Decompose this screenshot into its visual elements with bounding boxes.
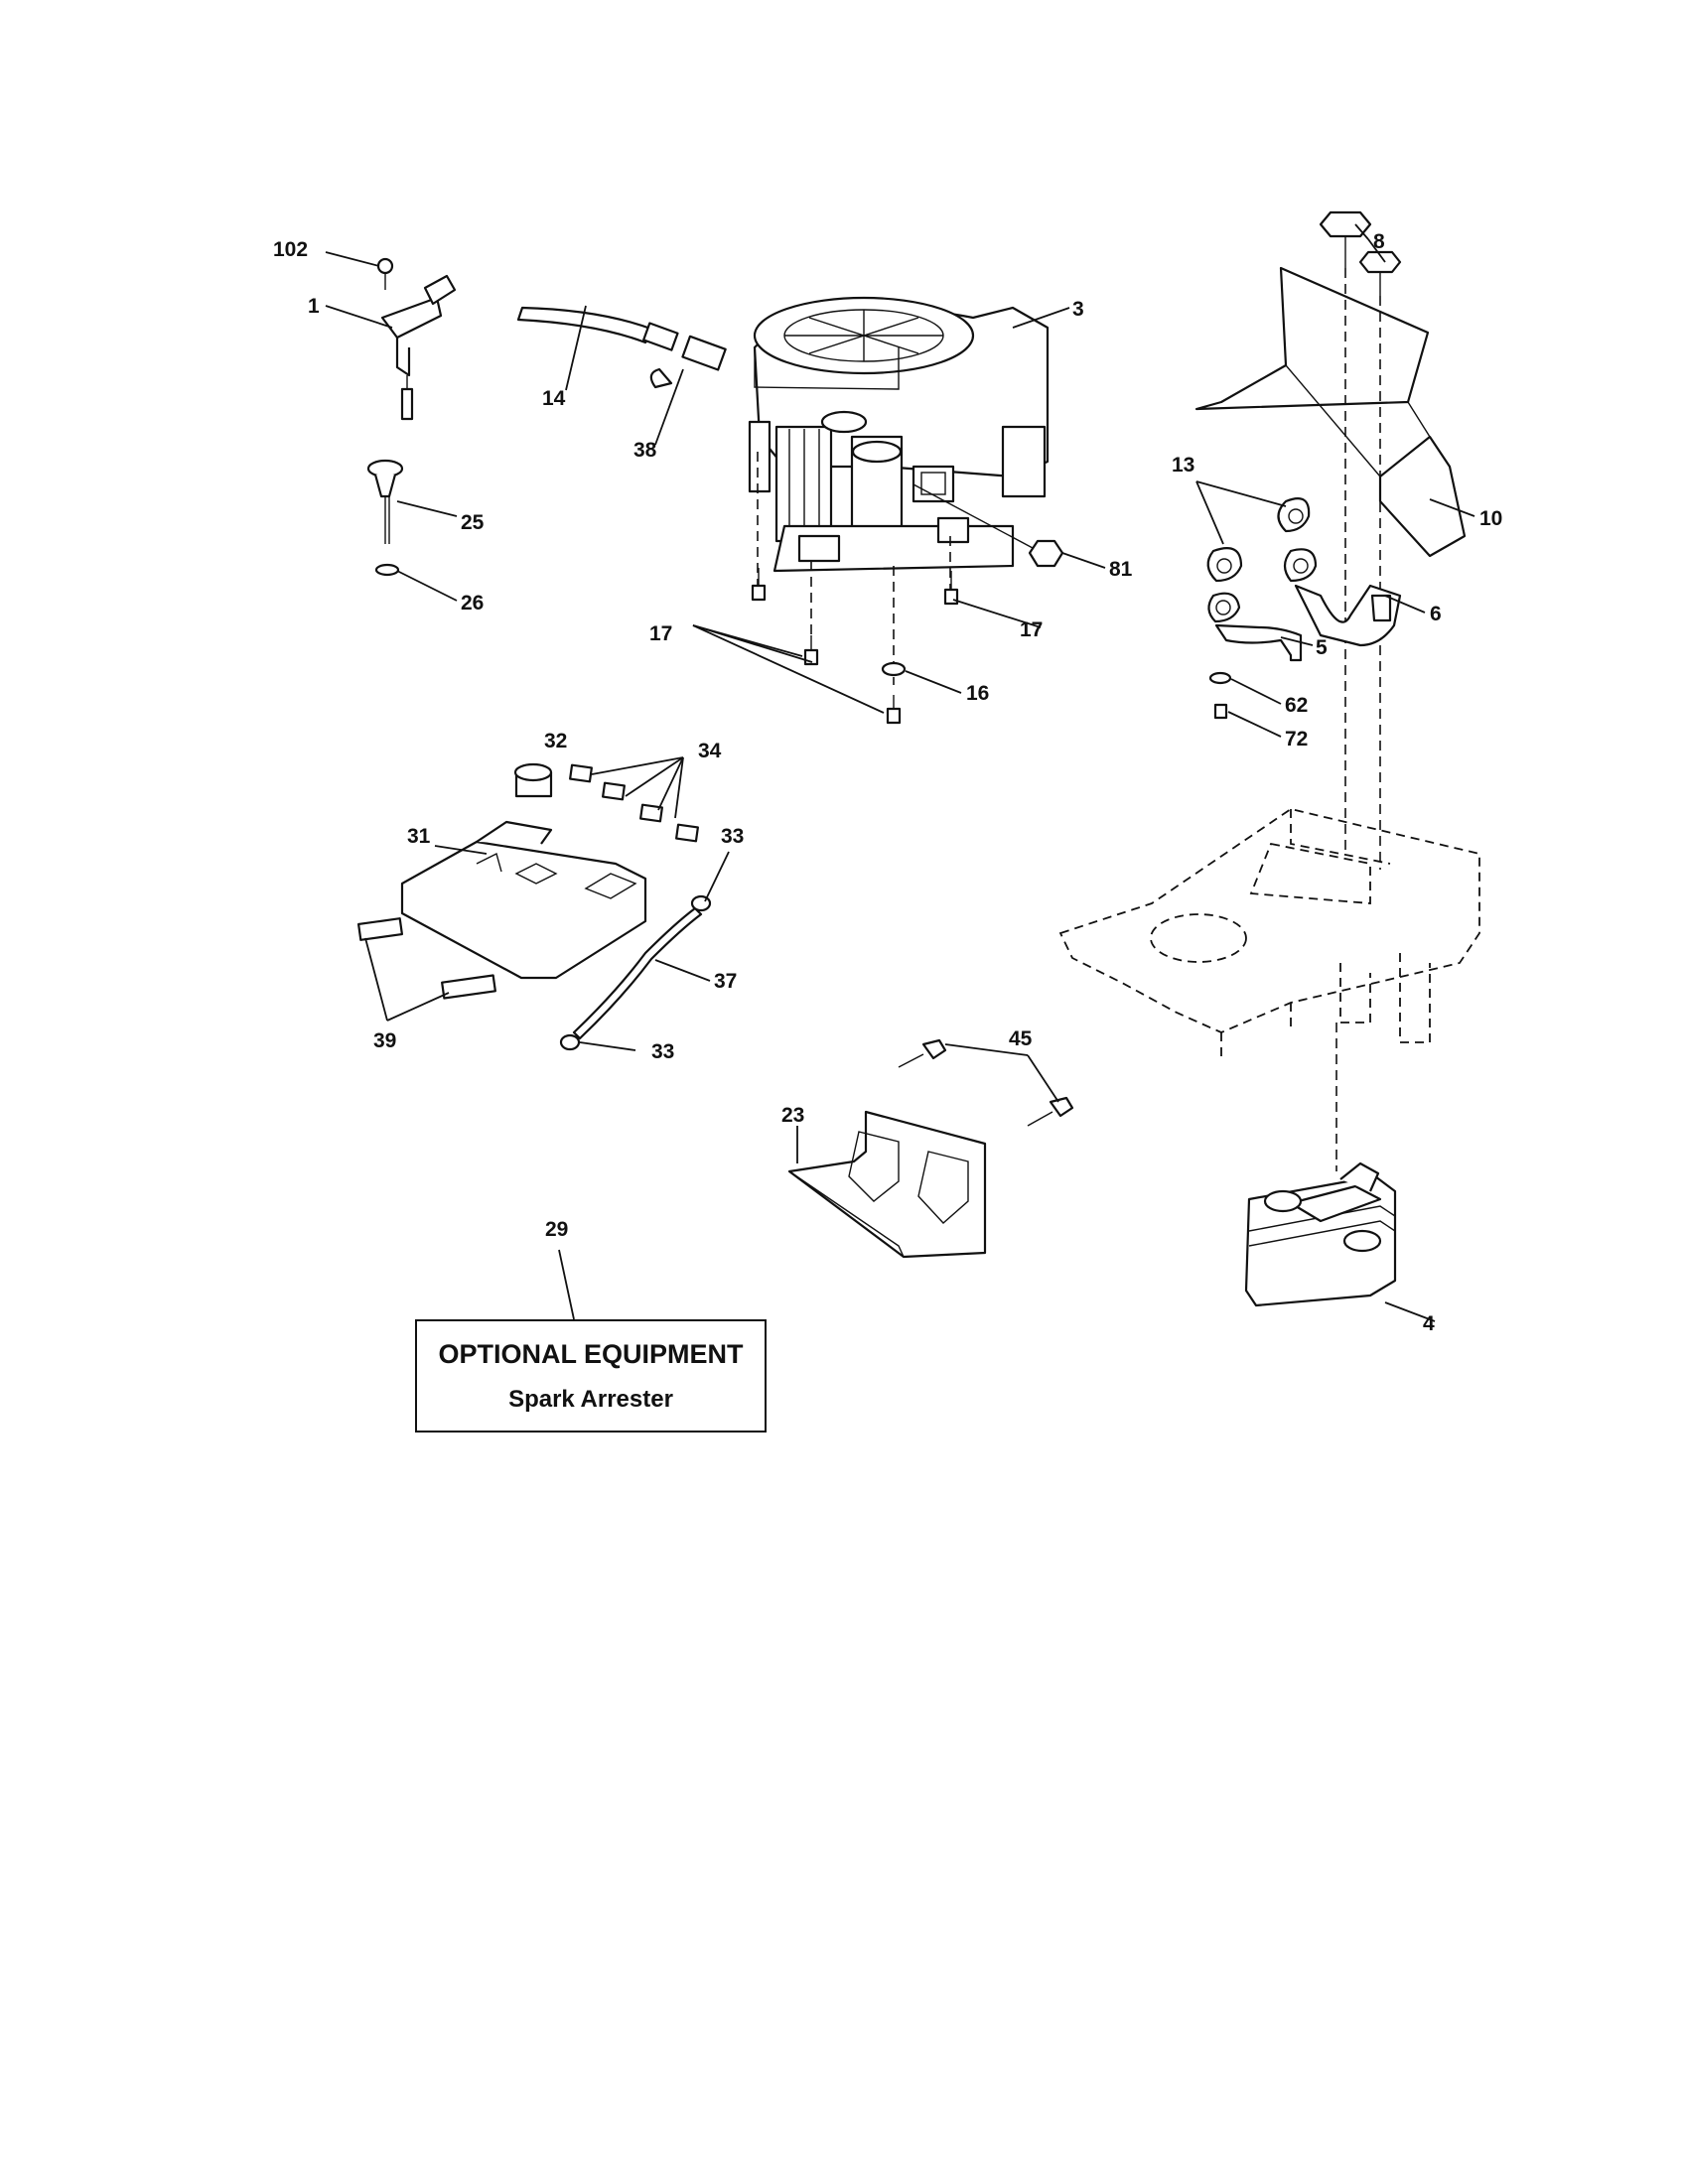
callout-17-left: 17 <box>649 622 672 645</box>
muffler-part <box>1244 1161 1397 1307</box>
callout-26: 26 <box>461 592 484 614</box>
callout-14: 14 <box>542 387 566 410</box>
callout-8: 8 <box>1373 230 1385 253</box>
callout-37: 37 <box>714 970 737 993</box>
callout-72: 72 <box>1285 728 1308 751</box>
callout-81: 81 <box>1109 558 1133 581</box>
callout-34: 34 <box>698 740 722 762</box>
tray-part <box>356 762 699 1000</box>
callout-17-right: 17 <box>1020 618 1043 641</box>
shield-plate-part <box>787 1038 1074 1259</box>
callout-3: 3 <box>1072 298 1084 321</box>
callout-45: 45 <box>1009 1027 1033 1050</box>
callout-labels: 102 1 25 26 14 38 3 81 17 17 16 8 10 13 … <box>273 230 1502 1335</box>
callout-38: 38 <box>633 439 657 462</box>
optional-equipment-box: OPTIONAL EQUIPMENT Spark Arrester <box>415 1319 767 1433</box>
callout-1: 1 <box>308 295 320 318</box>
heat-shield-part <box>1194 210 1467 870</box>
choke-knob-part <box>366 459 404 577</box>
callout-10: 10 <box>1479 507 1502 530</box>
optional-equipment-title: OPTIONAL EQUIPMENT <box>438 1339 744 1369</box>
callout-29: 29 <box>545 1218 568 1241</box>
callout-25: 25 <box>461 511 485 534</box>
vent-hose-part <box>559 894 712 1051</box>
engine-bolts-part <box>751 452 959 725</box>
callout-6: 6 <box>1430 603 1442 625</box>
callout-5: 5 <box>1316 636 1328 659</box>
exhaust-pipes-part <box>1206 497 1402 720</box>
callout-31: 31 <box>407 825 431 848</box>
throttle-control-part <box>376 257 457 421</box>
chassis-frame-part <box>1058 808 1480 1171</box>
fuel-line-part <box>516 306 727 389</box>
callout-4: 4 <box>1423 1312 1435 1335</box>
spark-arrester-label: Spark Arrester <box>508 1386 673 1413</box>
callout-62: 62 <box>1285 694 1308 717</box>
leader-lines <box>325 223 1475 1322</box>
callout-16: 16 <box>966 682 989 705</box>
callout-33-top: 33 <box>721 825 744 848</box>
callout-39: 39 <box>373 1029 396 1052</box>
engine-part <box>748 296 1064 573</box>
callout-102: 102 <box>273 238 308 261</box>
callout-13: 13 <box>1172 454 1194 477</box>
callout-33-bottom: 33 <box>651 1040 674 1063</box>
callout-23: 23 <box>781 1104 804 1127</box>
callout-32: 32 <box>544 730 567 752</box>
